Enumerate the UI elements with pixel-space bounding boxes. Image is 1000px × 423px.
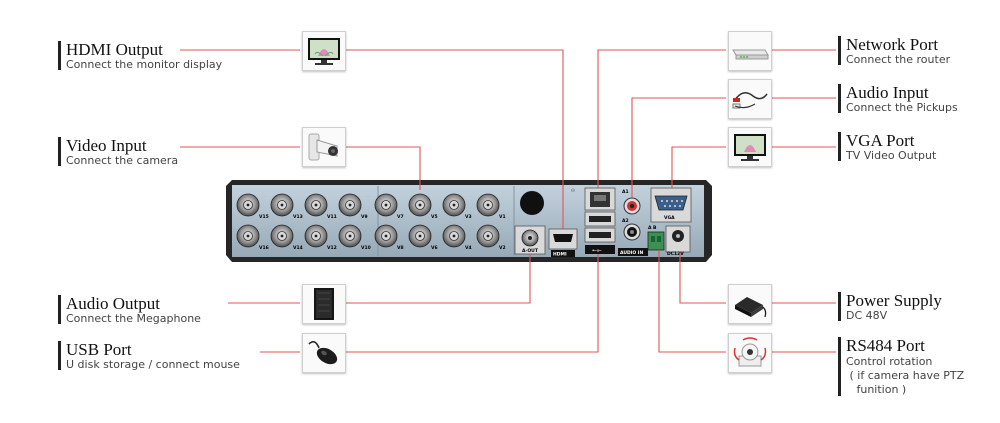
bnc-connector-pin (314, 203, 318, 207)
bnc-connector-pin (348, 234, 352, 238)
usb-connectors: ⭠⟜ (584, 211, 616, 254)
callout-title: Audio Input (846, 83, 929, 102)
callout-desc: Connect the Pickups (846, 101, 958, 114)
mouse-icon (302, 333, 346, 373)
speaker-icon (302, 284, 346, 324)
callout-desc: DC 48V (846, 309, 888, 322)
bnc-connector-pin (314, 234, 318, 238)
aout-label: A-OUT (522, 248, 539, 254)
bnc-label: V2 (499, 245, 506, 251)
bnc-label: V12 (327, 245, 337, 251)
bnc-connector-pin (418, 234, 422, 238)
callout-title: VGA Port (846, 131, 915, 150)
callout-title: Audio Output (66, 294, 160, 313)
audio-in-label: AUDIO IN (620, 250, 643, 256)
callout-video-input: Video Input Connect the camera (58, 137, 178, 166)
bnc-label: V16 (259, 245, 269, 251)
bnc-label: V15 (259, 214, 269, 220)
callout-desc: Control rotation ( if camera have PTZ fu… (846, 355, 965, 396)
bnc-video-connectors (236, 193, 500, 248)
callout-title: Power Supply (846, 291, 942, 310)
bnc-connector-pin (452, 234, 456, 238)
callout-power-supply: Power Supply DC 48V (838, 292, 942, 321)
callout-audio-output: Audio Output Connect the Megaphone (58, 295, 201, 324)
usb-symbol: ⭠⟜ (592, 247, 602, 254)
callout-title: Network Port (846, 35, 939, 54)
camera-icon (302, 127, 346, 167)
callout-title: USB Port (66, 340, 132, 359)
bnc-label: V10 (361, 245, 371, 251)
bnc-connector-pin (486, 234, 490, 238)
audio-in-connectors: A1 A2 AUDIO IN (618, 189, 648, 256)
hdmi-connector: HDMI (548, 228, 578, 258)
vga-label: VGA (664, 215, 675, 221)
bnc-label: V3 (465, 214, 472, 220)
bnc-label: V11 (327, 214, 337, 220)
ptz-camera-icon (728, 333, 772, 373)
bnc-label: V4 (465, 245, 472, 251)
rs484-terminal: A B (647, 225, 665, 251)
dc-label: DC12V (667, 251, 684, 257)
hdmi-label: HDMI (553, 252, 567, 258)
bnc-label: V13 (293, 214, 303, 220)
callout-desc: Connect the Megaphone (66, 312, 201, 325)
bnc-connector-pin (418, 203, 422, 207)
leader-lines (180, 49, 836, 353)
callout-desc: Connect the camera (66, 154, 179, 167)
bnc-connector-pin (246, 203, 250, 207)
bnc-connector-pin (348, 203, 352, 207)
bnc-connector-pin (280, 203, 284, 207)
audio-out-connector: A-OUT (514, 225, 546, 255)
network-symbol: ⚇ (571, 188, 575, 194)
bnc-connector-pin (384, 234, 388, 238)
router-icon (728, 31, 772, 71)
bnc-label: V1 (499, 214, 506, 220)
bnc-label: V6 (431, 245, 438, 251)
a1-label: A1 (622, 189, 629, 195)
bnc-label: V14 (293, 245, 303, 251)
bnc-connector-pin (280, 234, 284, 238)
monitor-icon (302, 31, 346, 71)
callout-vga-port: VGA Port TV Video Output (838, 132, 936, 161)
bnc-label: V8 (397, 245, 404, 251)
bnc-label: V9 (361, 214, 368, 220)
audio-cable-icon (728, 79, 772, 119)
fan-hole (520, 191, 544, 215)
a2-label: A2 (622, 218, 629, 224)
bnc-connector-pin (384, 203, 388, 207)
callout-desc: Connect the router (846, 53, 951, 66)
bnc-connector-pin (246, 234, 250, 238)
callout-desc: Connect the monitor display (66, 58, 223, 71)
power-adapter-icon (728, 284, 772, 324)
callout-desc: TV Video Output (846, 149, 937, 162)
network-connector (584, 187, 616, 211)
monitor-icon (728, 127, 772, 167)
callout-audio-input: Audio Input Connect the Pickups (838, 84, 958, 113)
callout-rs484-port: RS484 Port Control rotation ( if camera … (838, 336, 965, 397)
vga-connector: VGA (650, 187, 692, 223)
callout-title: RS484 Port (846, 336, 925, 355)
callout-title: Video Input (66, 136, 147, 155)
bnc-connector-pin (452, 203, 456, 207)
callout-usb-port: USB Port U disk storage / connect mouse (58, 341, 240, 370)
ab-label: A B (648, 225, 657, 231)
callout-hdmi-output: HDMI Output Connect the monitor display (58, 41, 222, 70)
bnc-label: V5 (431, 214, 438, 220)
callout-network-port: Network Port Connect the router (838, 36, 950, 65)
bnc-label: V7 (397, 214, 404, 220)
callout-desc: U disk storage / connect mouse (66, 358, 240, 371)
power-connector: DC12V (665, 225, 691, 257)
callout-title: HDMI Output (66, 40, 163, 59)
bnc-connector-pin (486, 203, 490, 207)
